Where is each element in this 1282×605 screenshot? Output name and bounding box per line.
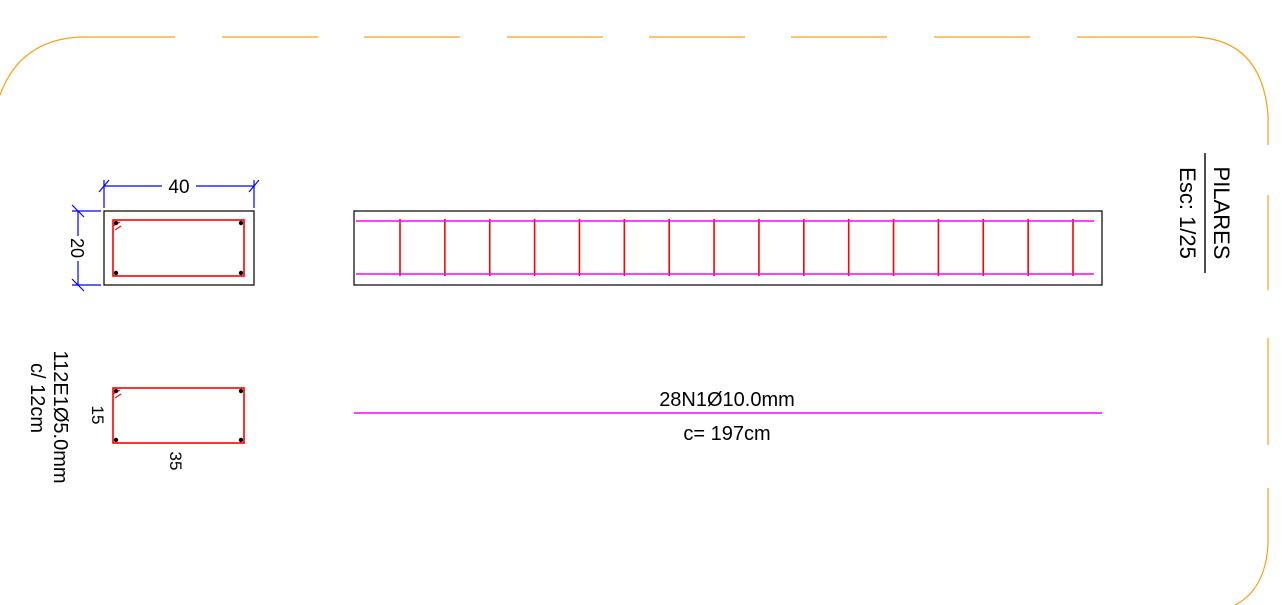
stirrup-corner-bar: [113, 388, 119, 394]
section-width-label: 40: [168, 177, 189, 198]
frame-left-corner: [0, 36, 175, 96]
stirrup-corner-bar: [238, 388, 244, 394]
stirrup-corner-bar: [113, 437, 119, 443]
section-corner-bar: [113, 220, 119, 226]
section-stirrup: [112, 219, 245, 277]
stirrup-spec-line1: 112E1Ø5.0mm: [49, 350, 71, 483]
frame-right-bottom: [1234, 488, 1269, 605]
stirrup-detail: 15 35 112E1Ø5.0mm c/ 12cm: [26, 350, 245, 484]
drawing-title: PILARES: [1209, 167, 1234, 260]
cross-section: 40 20: [67, 177, 260, 292]
drawing-scale: Esc: 1/25: [1175, 167, 1200, 259]
stirrup-shape: [112, 387, 245, 444]
longitudinal-bar-spec: 28N1Ø10.0mm: [659, 389, 795, 411]
elevation-view: [353, 210, 1103, 286]
title-block: PILARES Esc: 1/25: [1175, 153, 1234, 273]
stirrup-height-label: 15: [88, 406, 107, 425]
sheet-frame: [0, 36, 1269, 605]
elevation-outline: [353, 210, 1103, 286]
longitudinal-bar-length: c= 197cm: [683, 423, 770, 445]
section-height-label: 20: [67, 238, 87, 258]
section-corner-bar: [113, 270, 119, 276]
section-corner-bar: [238, 270, 244, 276]
section-width-dimension: [98, 179, 260, 208]
section-outline: [103, 210, 255, 286]
elevation-stirrups: [399, 219, 1074, 276]
stirrup-width-label: 35: [166, 452, 185, 471]
section-corner-bar: [238, 220, 244, 226]
stirrup-spec-line2: c/ 12cm: [26, 363, 48, 433]
stirrup-corner-bar: [238, 437, 244, 443]
frame-right-corner: [1077, 36, 1269, 145]
section-height-dimension: [71, 204, 101, 292]
longitudinal-bar-detail: 28N1Ø10.0mm c= 197cm: [354, 389, 1102, 445]
